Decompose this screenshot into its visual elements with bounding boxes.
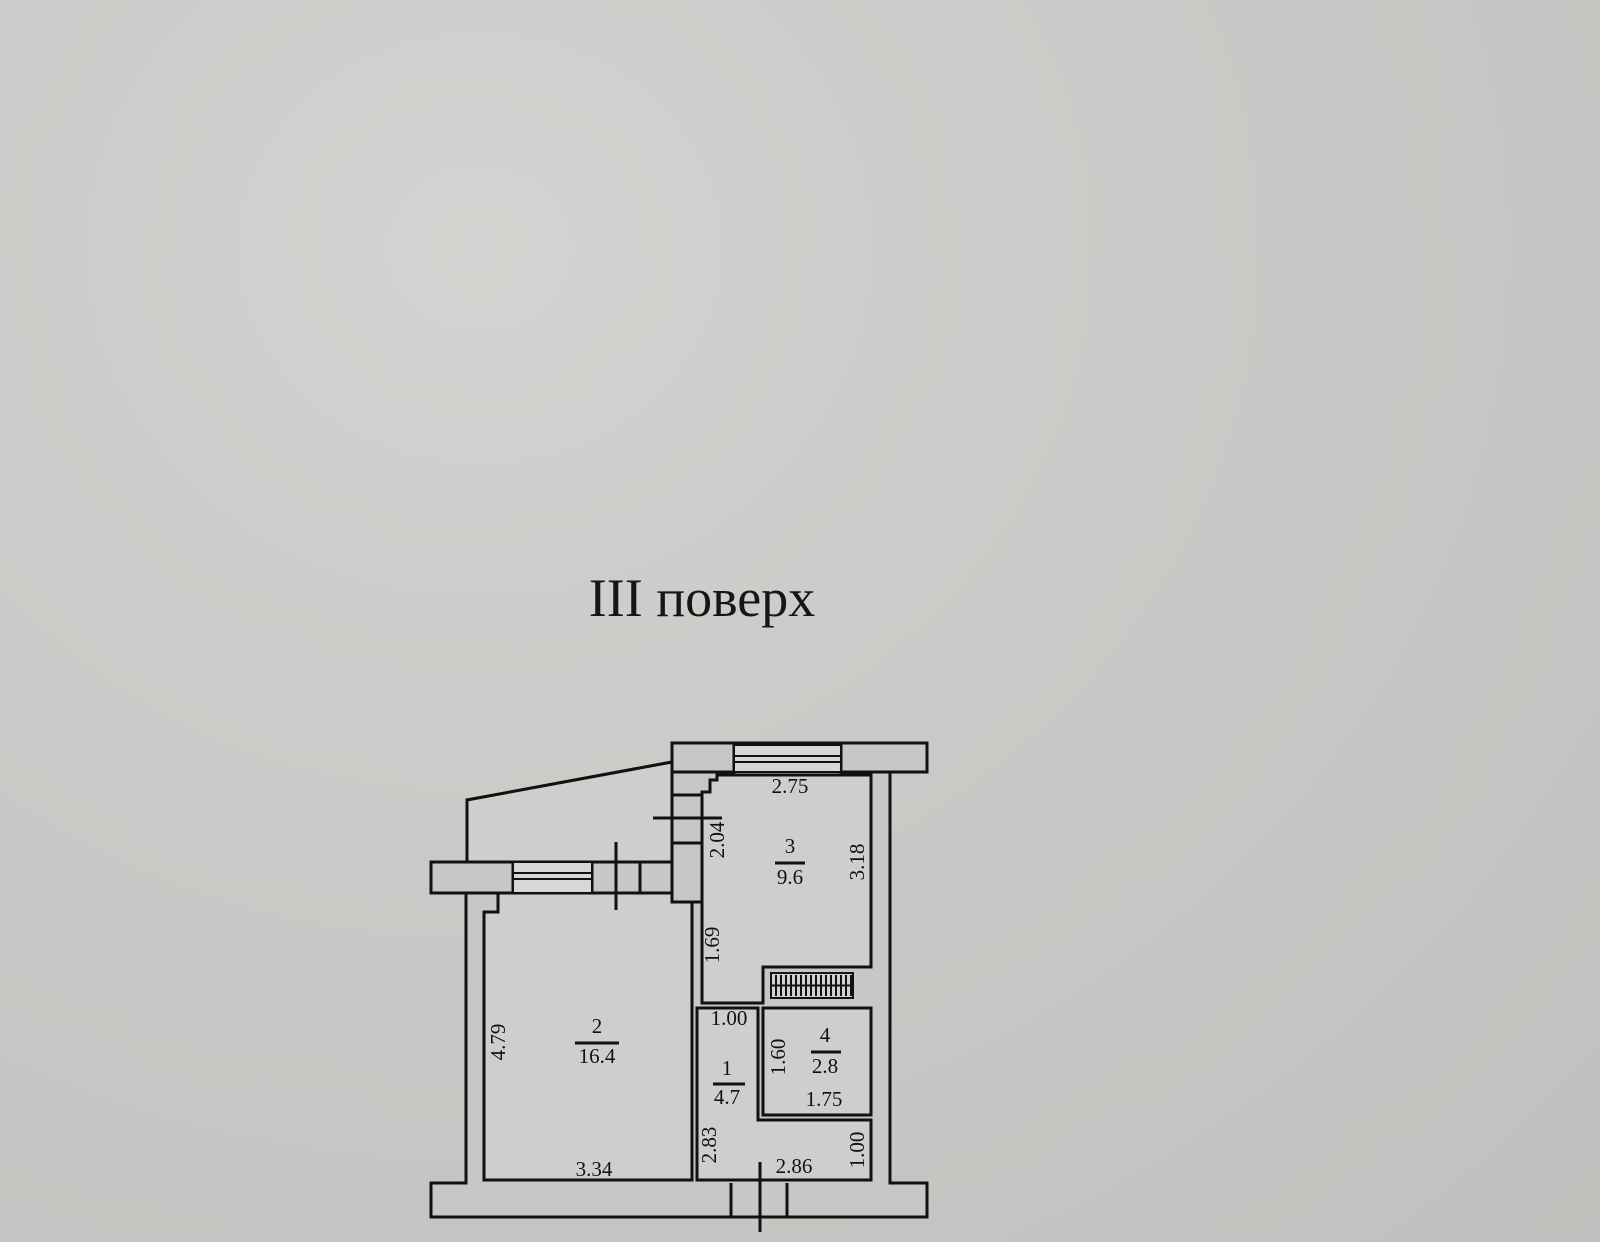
wall-block <box>670 841 704 904</box>
dimension-label: 2.75 <box>772 774 809 798</box>
room-area: 4.7 <box>714 1085 740 1109</box>
room-number: 2 <box>592 1014 603 1038</box>
floor-title: III поверх <box>589 568 816 628</box>
dimension-label: 1.69 <box>700 927 724 964</box>
dimension-label: 2.04 <box>705 821 729 858</box>
entrance <box>729 1183 789 1217</box>
room-number: 4 <box>820 1023 831 1047</box>
window-top <box>733 744 842 773</box>
dimension-label: 3.18 <box>845 844 869 881</box>
room-3 <box>700 773 873 1005</box>
dimension-label: 2.83 <box>697 1127 721 1164</box>
dimension-label: 1.00 <box>711 1006 748 1030</box>
wall-block <box>429 860 515 895</box>
room-number: 1 <box>722 1056 733 1080</box>
room-area: 16.4 <box>579 1044 616 1068</box>
room-number: 3 <box>785 834 796 858</box>
wall-block <box>670 741 736 774</box>
room-area: 2.8 <box>812 1054 838 1078</box>
dimension-label: 1.00 <box>845 1132 869 1169</box>
wall-block <box>839 741 929 774</box>
window-left <box>512 861 593 894</box>
dimension-label: 4.79 <box>486 1024 510 1061</box>
wall-block <box>590 860 674 895</box>
dimension-label: 2.86 <box>776 1154 813 1178</box>
dimension-label: 1.75 <box>806 1087 843 1111</box>
room-2 <box>482 891 694 1182</box>
balcony <box>465 760 674 864</box>
hatched-fixture <box>770 972 854 999</box>
dimension-label: 3.34 <box>576 1157 613 1181</box>
room-area: 9.6 <box>777 865 803 889</box>
dimension-label: 1.60 <box>766 1039 790 1076</box>
room-4 <box>761 1006 873 1117</box>
room-1 <box>695 1006 873 1182</box>
